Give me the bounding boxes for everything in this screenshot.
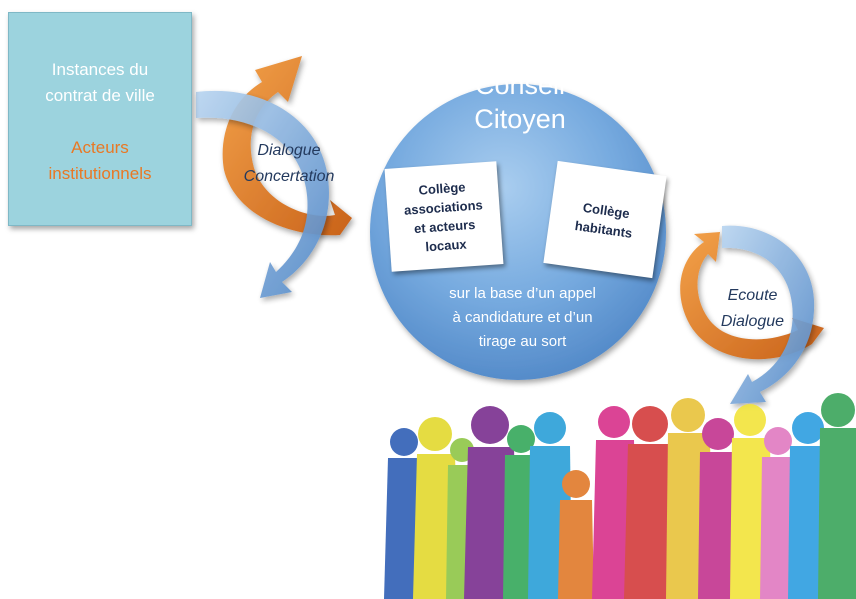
right-cycle-line-2: Dialogue bbox=[720, 313, 785, 330]
council-title: Conseil Citoyen bbox=[400, 68, 640, 136]
council-subtitle-line-3: tirage au sort bbox=[478, 333, 567, 350]
institutions-line-2: contrat de ville bbox=[45, 86, 155, 105]
blue-arrow-right-cycle bbox=[722, 225, 815, 404]
college-associations-card: Collège associations et acteurs locaux bbox=[384, 161, 504, 272]
left-cycle-label: Dialogue Concertation bbox=[224, 138, 354, 190]
college-residents-card: Collège habitants bbox=[543, 160, 667, 279]
council-subtitle: sur la base d’un appel à candidature et … bbox=[395, 282, 650, 354]
council-circle bbox=[370, 84, 666, 380]
blue-arrow-left-cycle bbox=[196, 90, 329, 299]
actors-line-1: Acteurs bbox=[71, 138, 129, 157]
actors-line-2: institutionnels bbox=[48, 164, 152, 183]
orange-arrow-right-cycle bbox=[680, 232, 824, 360]
council-subtitle-line-1: sur la base d’un appel bbox=[449, 285, 596, 302]
council-title-line-2: Citoyen bbox=[474, 104, 566, 134]
right-cycle-line-1: Ecoute bbox=[727, 287, 778, 304]
left-cycle-line-2: Concertation bbox=[243, 168, 335, 185]
institutions-box: Instances du contrat de ville Acteurs in… bbox=[8, 12, 192, 226]
institutions-line-1: Instances du bbox=[51, 60, 149, 79]
left-cycle-line-1: Dialogue bbox=[257, 142, 321, 159]
right-cycle-arrows bbox=[680, 225, 824, 404]
left-cycle-arrows bbox=[196, 56, 352, 299]
crowd-silhouettes bbox=[384, 393, 856, 599]
council-title-line-1: Conseil bbox=[474, 70, 566, 100]
council-subtitle-line-2: à candidature et d’un bbox=[452, 309, 593, 326]
right-cycle-label: Ecoute Dialogue bbox=[700, 283, 805, 335]
